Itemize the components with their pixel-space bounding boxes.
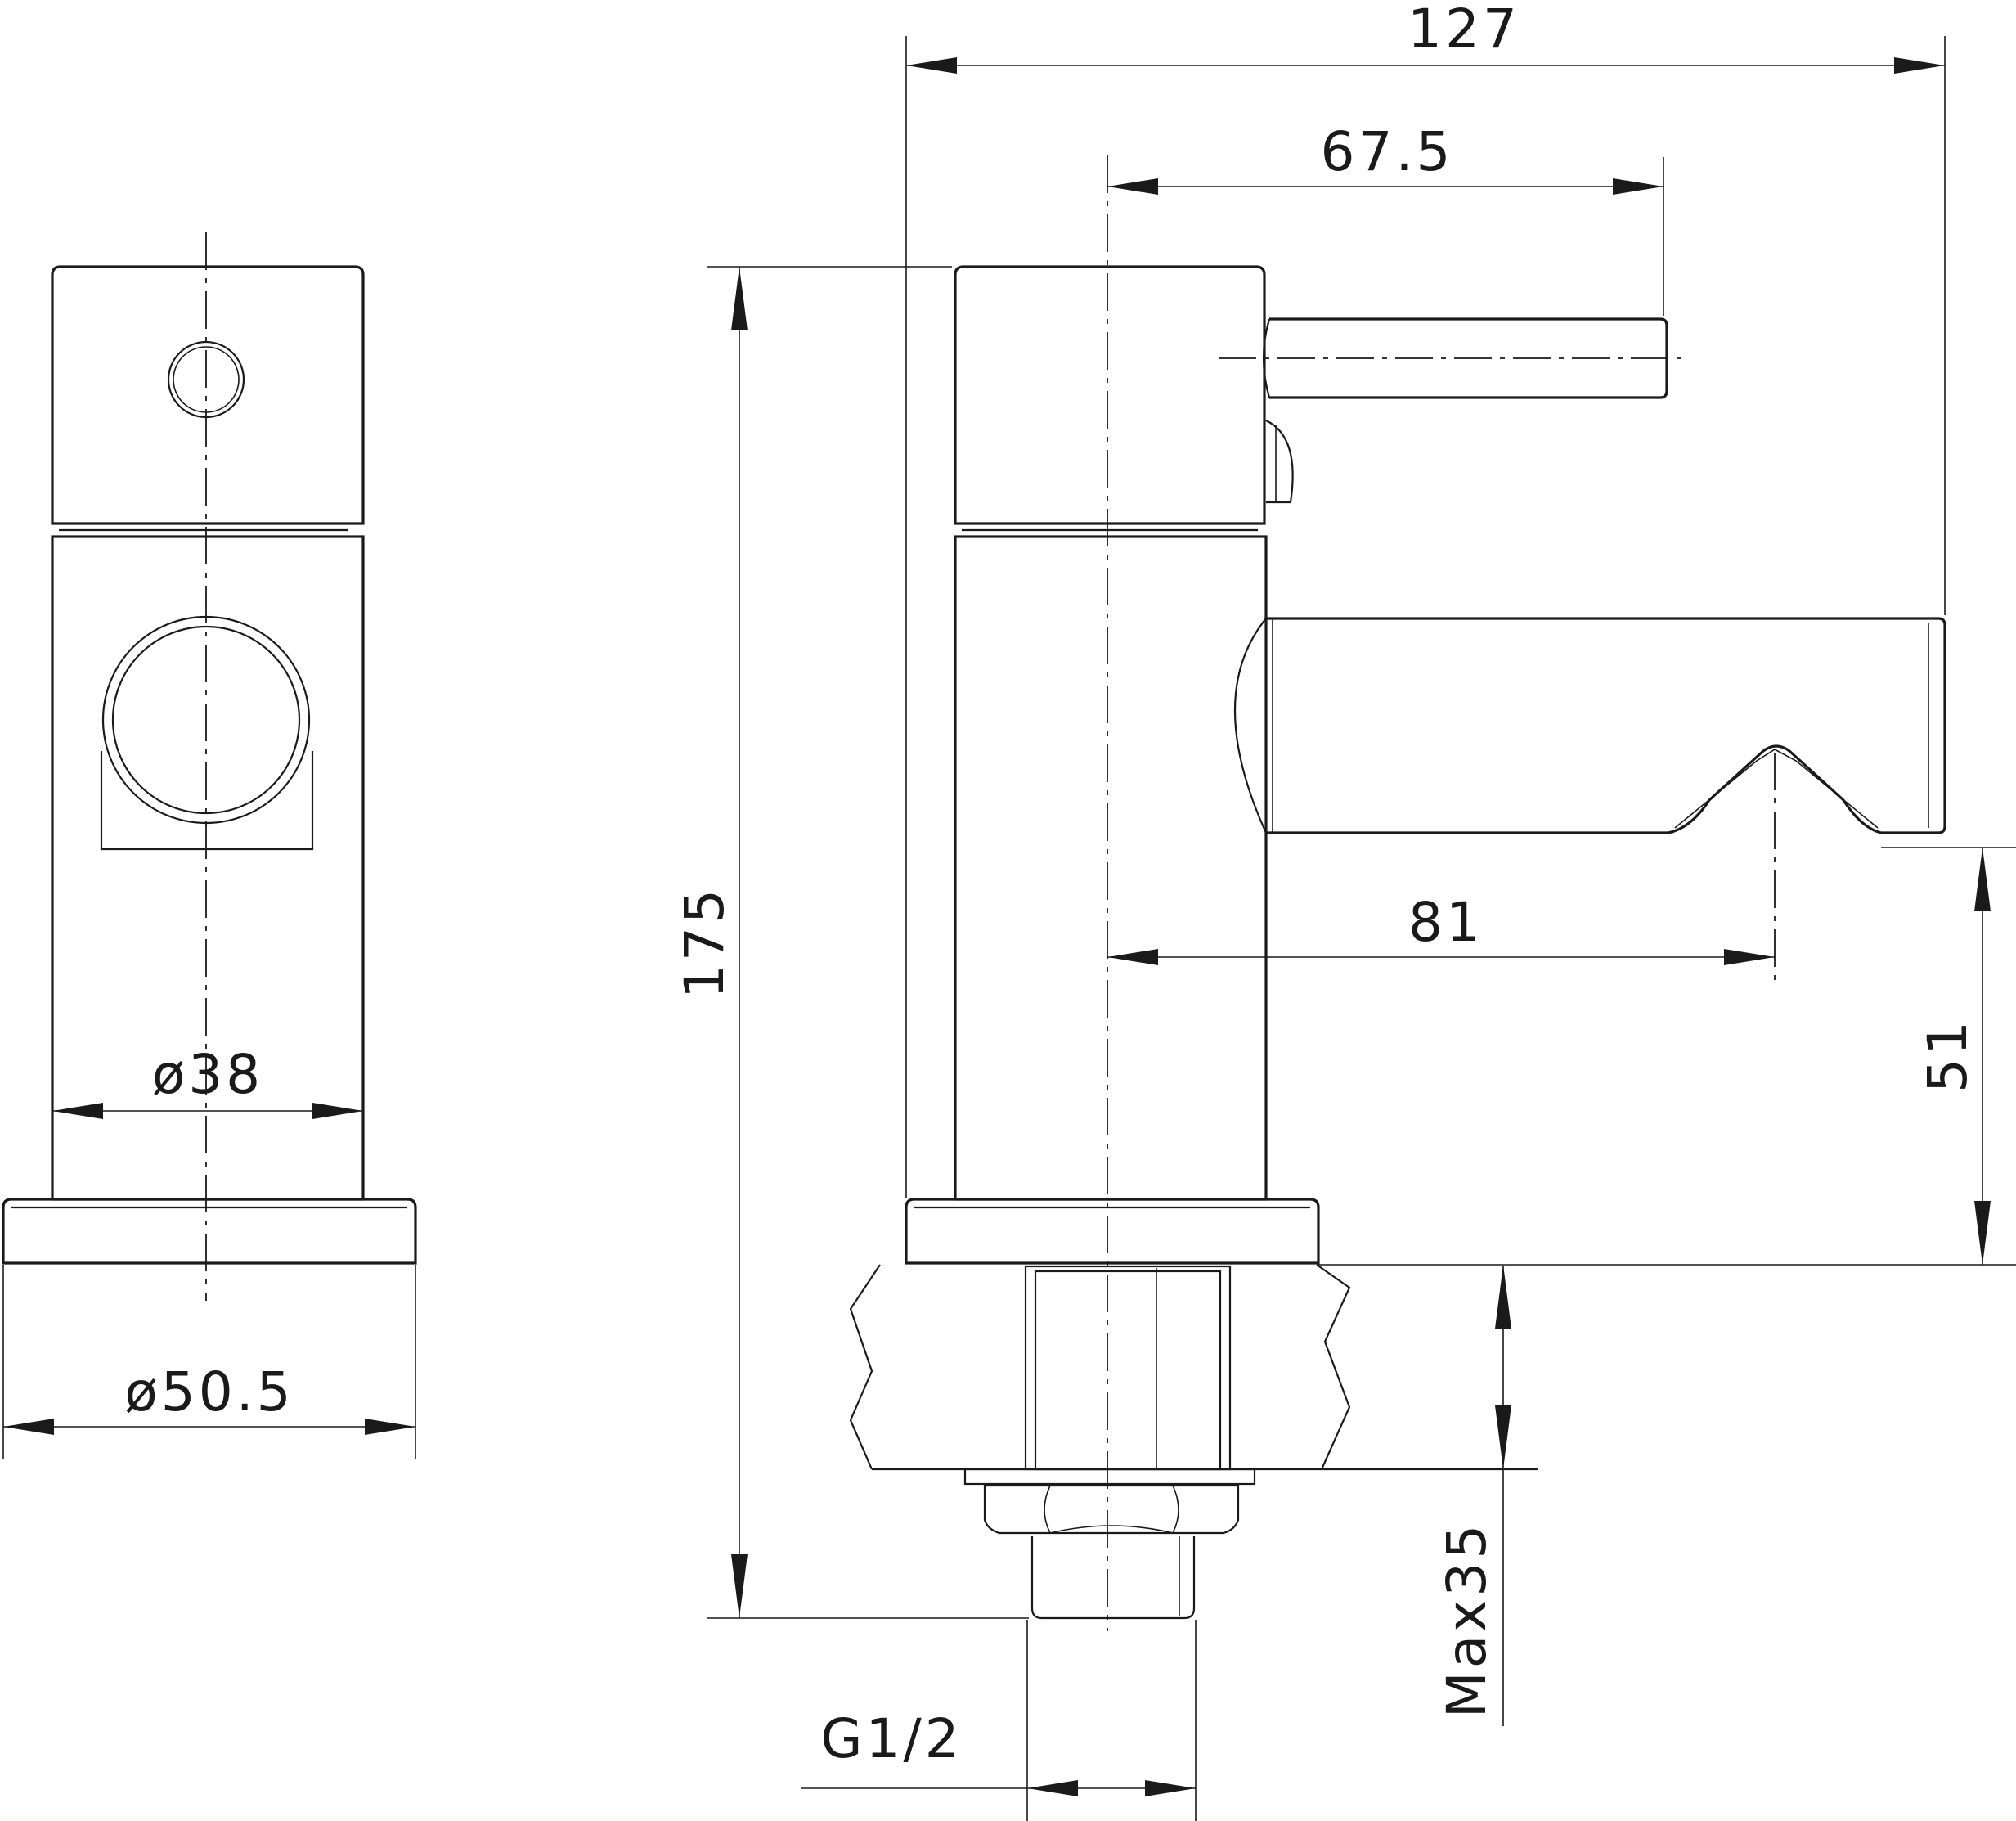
side-body bbox=[954, 535, 1268, 1201]
overall-length-label: 127 bbox=[1408, 0, 1520, 61]
side-base-plate bbox=[905, 1198, 1320, 1265]
side-handle-cap bbox=[954, 265, 1266, 525]
front-base-plate bbox=[2, 1198, 417, 1265]
side-view: 127 67.5 175 81 51 Max35 bbox=[673, 0, 2016, 1821]
front-handle-cap bbox=[51, 265, 365, 525]
deck-thickness-label: Max35 bbox=[1435, 1522, 1498, 1718]
spout-height-label: 51 bbox=[1916, 1018, 1979, 1093]
lever-offset-label: 67.5 bbox=[1321, 120, 1454, 183]
overall-height-label: 175 bbox=[673, 886, 736, 999]
deck-left-break bbox=[849, 1264, 881, 1470]
mounting-nut bbox=[983, 1484, 1240, 1535]
base-diameter-label: ø50.5 bbox=[124, 1360, 294, 1423]
thread-tail bbox=[1030, 1536, 1196, 1620]
front-view: ø38 ø50.5 bbox=[2, 232, 417, 1459]
thread-size-label: G1/2 bbox=[820, 1707, 962, 1770]
body-diameter-label: ø38 bbox=[152, 1043, 263, 1106]
spout bbox=[1266, 617, 1946, 834]
deck-right-break bbox=[1316, 1264, 1351, 1470]
spout-reach-label: 81 bbox=[1408, 891, 1484, 954]
